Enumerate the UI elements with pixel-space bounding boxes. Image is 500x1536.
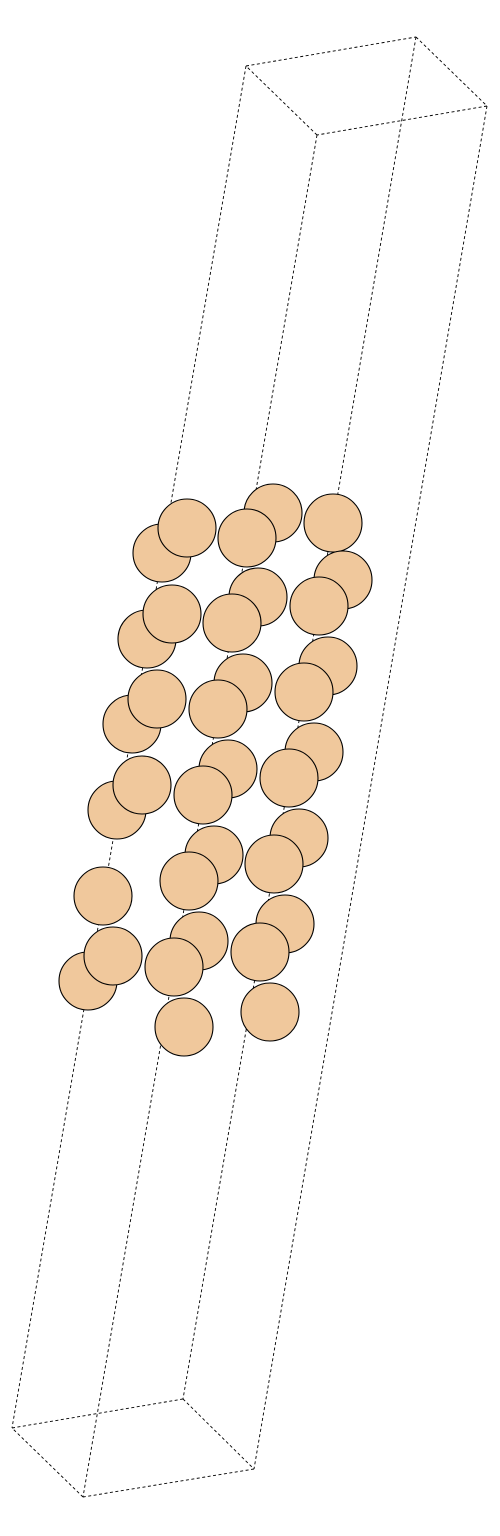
atom [289, 576, 349, 636]
cell-edge [245, 65, 318, 136]
atom [217, 508, 277, 568]
cell-edge [182, 36, 417, 1400]
cell-edge [316, 105, 488, 136]
cell-edge [245, 36, 417, 67]
cell-edge [82, 134, 318, 1498]
cell-edge [11, 1427, 84, 1498]
atom [240, 982, 300, 1042]
atom [188, 679, 248, 739]
cell-edge [11, 65, 247, 1429]
atom [173, 765, 233, 825]
atom [112, 755, 172, 815]
cell-edge [182, 1398, 255, 1470]
atom [144, 937, 204, 997]
atom-layer [58, 483, 373, 1057]
atom [259, 748, 319, 808]
atom [83, 926, 143, 986]
atom [159, 851, 219, 911]
atom [274, 662, 334, 722]
cell-edge [415, 36, 488, 107]
unit-cell-box [11, 36, 488, 1498]
cell-edge [11, 1398, 184, 1429]
atom [154, 997, 214, 1057]
atom [244, 834, 304, 894]
atom [73, 866, 133, 926]
atom [230, 922, 290, 982]
atom [202, 593, 262, 653]
atom [157, 498, 217, 558]
atom [142, 584, 202, 644]
atom [303, 493, 363, 553]
cell-edge [82, 1468, 255, 1498]
atom [127, 669, 187, 729]
cell-edge [253, 105, 488, 1470]
